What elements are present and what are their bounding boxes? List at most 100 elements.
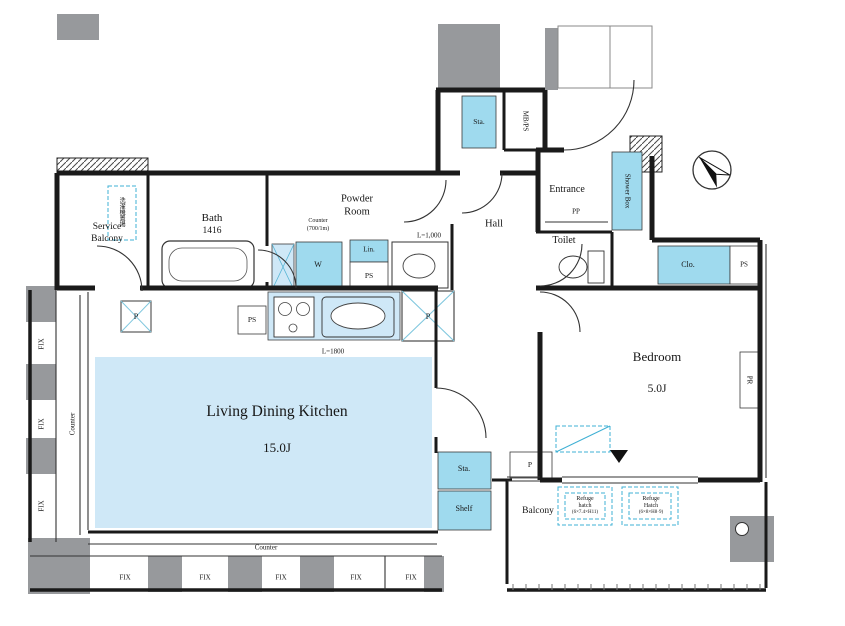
refuge-line: Refuge [576, 495, 594, 502]
door-arcs [96, 79, 635, 439]
hall-label: Hall [484, 218, 504, 230]
interior-walls [88, 92, 768, 588]
refuge-hatch-right-box [621, 486, 679, 526]
service-balcony-label-line2: Balcony [91, 234, 123, 245]
neighbor-outline [557, 25, 653, 89]
ldk-size: 15.0J [263, 440, 291, 456]
column [57, 14, 99, 40]
column [228, 556, 262, 592]
column [424, 556, 444, 592]
stove-burner [278, 302, 292, 316]
pr-label: PR [745, 375, 754, 385]
ps-compartment [237, 305, 267, 335]
shelf-label: Shelf [455, 503, 473, 513]
column [148, 556, 182, 592]
bedroom-label: Bedroom [632, 349, 682, 365]
linen-label: Lin. [363, 245, 375, 254]
compass-needle-light [698, 156, 730, 176]
refuge-hatch-right-inner [628, 492, 672, 520]
fix-window-label: FIX [405, 573, 417, 582]
adjacent-structure [557, 25, 653, 89]
dashed-boxes [107, 185, 679, 526]
service-compartments [237, 245, 759, 479]
storage-strip [271, 243, 295, 291]
toilet-bowl [558, 255, 588, 279]
outer-walls [54, 87, 763, 483]
shelf-box [437, 490, 492, 531]
trunk-room-door [461, 172, 503, 214]
vanity [391, 241, 449, 289]
laundry-area-dashed [107, 185, 137, 241]
pillar-box [509, 451, 553, 479]
compass [692, 150, 732, 190]
bedroom-window [562, 476, 698, 484]
column [300, 556, 334, 592]
window-and-counter-lines [30, 221, 767, 590]
pillar-left [120, 300, 152, 333]
storage-strip-cross [271, 243, 295, 291]
service-balcony-label-line1: Service [92, 222, 122, 233]
pillar-label-kitchen: P [425, 311, 431, 321]
powder-room-door [403, 179, 447, 223]
structural-columns [26, 14, 774, 594]
pp-label: PP [572, 207, 580, 216]
bath-door [257, 249, 297, 289]
fix-window-label: FIX [37, 500, 46, 512]
refuge-line: Hatch [643, 503, 659, 509]
ldk-door [435, 387, 487, 439]
refuge-hatch-left-box [557, 486, 613, 526]
bath-size: 1416 [202, 226, 222, 237]
fix-window-label: FIX [119, 573, 131, 582]
toilet-tank [587, 250, 605, 284]
pillar-label-balcony: P [527, 460, 533, 470]
kitchen-sink [330, 302, 386, 330]
direction-marker [610, 450, 628, 463]
shower-box [611, 151, 643, 231]
entrance-door [563, 79, 635, 151]
closet-label: Clo. [681, 259, 695, 269]
fix-window-label: FIX [37, 418, 46, 430]
ps-label-closet: PS [740, 260, 748, 269]
pillar-cross [401, 290, 455, 342]
counter-length-l1800: L=1800 [321, 347, 345, 356]
washer-label: W [314, 259, 322, 269]
vanity-basin [402, 253, 436, 279]
laundry-space-note: 洗濯機置場 [118, 197, 125, 227]
powder-room-label-line1: Powder [340, 193, 374, 205]
counter-label-left: Counter [68, 412, 77, 436]
door-width-l1000: L=1,000 [417, 231, 441, 240]
powder-room-label-line2: Room [344, 206, 370, 218]
stove-burner [288, 323, 298, 333]
refuge-line: (6×7.4×H11) [571, 510, 599, 516]
fix-window-label: FIX [37, 338, 46, 350]
stove-burner [296, 302, 310, 316]
drain-pipe [735, 522, 749, 536]
stove [273, 296, 315, 338]
ac-space-dashed [555, 425, 611, 453]
ac-space-diagonal [555, 425, 611, 453]
ps-compartment [349, 261, 389, 291]
balcony-railing [507, 584, 766, 590]
storage-box [437, 451, 492, 490]
ps-label-powder: PS [364, 271, 374, 281]
pillar-label-left: P [133, 311, 139, 321]
pillar-kitchen [401, 290, 455, 342]
mbps-label: MB/PS [521, 110, 530, 132]
column [28, 538, 90, 594]
column [545, 28, 558, 90]
bath-label: Bath [201, 212, 223, 225]
fix-window-label: FIX [275, 573, 287, 582]
storage-fixtures [295, 95, 731, 531]
entrance-label: Entrance [549, 183, 585, 195]
ps-compartment [729, 245, 759, 285]
toilet-door [539, 243, 583, 287]
service-balcony-door [96, 245, 143, 292]
refuge-hatch-left-inner [564, 492, 606, 520]
bedroom-size: 5.0J [647, 382, 667, 395]
refuge-line: hatch [578, 503, 592, 509]
fix-window-label: FIX [199, 573, 211, 582]
fix-window-label: FIX [350, 573, 362, 582]
counter-label-bottom: Counter [254, 543, 278, 552]
toilet-label: Toilet [552, 234, 576, 246]
